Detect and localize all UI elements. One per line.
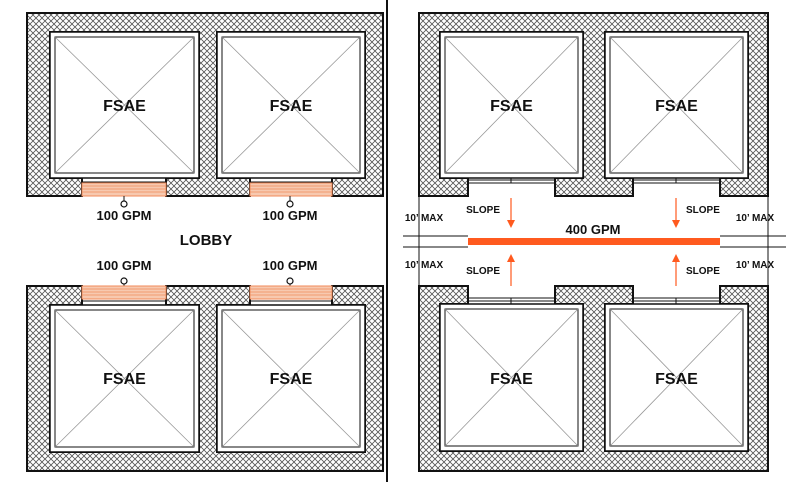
car-label: FSAE <box>270 371 313 388</box>
right-panel: FSAE FSAE SLOPE SLOPE 1 <box>403 12 786 472</box>
left-top-trench-drain-1: 100 GPM <box>81 177 167 223</box>
car-label: FSAE <box>490 371 533 388</box>
slope-label: SLOPE <box>686 205 720 216</box>
pipe-label: 400 GPM <box>566 222 621 237</box>
max-label: 10’ MAX <box>736 213 775 224</box>
flow-label: 100 GPM <box>263 258 318 273</box>
left-top-car-2: FSAE <box>216 31 366 179</box>
drain-outlet <box>120 200 128 208</box>
slope-arrow-top-right: SLOPE <box>672 198 720 228</box>
pipe-bar <box>468 238 720 245</box>
left-bottom-car-2: FSAE <box>216 304 366 453</box>
right-top-car-2: FSAE <box>604 31 749 179</box>
slope-arrow-bottom-right: SLOPE <box>672 254 720 286</box>
left-bottom-car-1: FSAE <box>49 304 200 453</box>
max-distance-dimensions: 10’ MAX 10’ MAX 10’ MAX 10’ MAX <box>405 196 775 286</box>
slope-arrow-bottom-left: SLOPE <box>466 254 515 286</box>
max-label: 10’ MAX <box>736 260 775 271</box>
drain-outlet <box>120 277 128 285</box>
lobby-label: LOBBY <box>180 232 233 249</box>
flow-label: 100 GPM <box>97 208 152 223</box>
max-label: 10’ MAX <box>405 260 444 271</box>
slope-label: SLOPE <box>466 266 500 277</box>
max-label: 10’ MAX <box>405 213 444 224</box>
right-bottom-door-sills <box>468 297 720 304</box>
left-top-trench-drain-2: 100 GPM <box>249 177 333 223</box>
left-panel: FSAE FSAE 100 GPM 100 GPM LOBBY <box>26 12 384 472</box>
slope-label: SLOPE <box>466 205 500 216</box>
car-label: FSAE <box>655 371 698 388</box>
drain-outlet <box>286 277 294 285</box>
car-label: FSAE <box>103 98 146 115</box>
right-top-car-1: FSAE <box>439 31 584 179</box>
car-label: FSAE <box>103 371 146 388</box>
main-drain-pipe: 400 GPM <box>403 222 786 248</box>
left-bottom-trench-drain-2: 100 GPM <box>249 258 333 306</box>
left-bottom-trench-drain-1: 100 GPM <box>81 258 167 306</box>
flow-label: 100 GPM <box>263 208 318 223</box>
drain-outlet <box>286 200 294 208</box>
car-label: FSAE <box>270 98 313 115</box>
right-bottom-car-1: FSAE <box>439 303 584 452</box>
right-bottom-car-2: FSAE <box>604 303 749 452</box>
left-top-car-1: FSAE <box>49 31 200 179</box>
car-label: FSAE <box>490 98 533 115</box>
car-label: FSAE <box>655 98 698 115</box>
slope-arrow-top-left: SLOPE <box>466 198 515 228</box>
right-top-door-sills <box>468 178 720 184</box>
flow-label: 100 GPM <box>97 258 152 273</box>
slope-label: SLOPE <box>686 266 720 277</box>
